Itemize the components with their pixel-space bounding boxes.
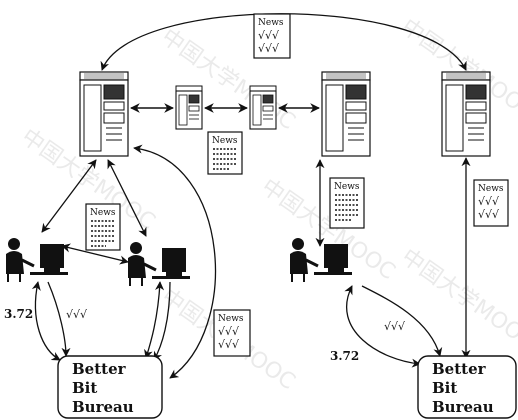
news-title: News <box>334 182 360 192</box>
news-doc-center: News <box>207 131 243 175</box>
news-doc-left: News <box>85 203 121 251</box>
server-middle-right <box>321 71 371 157</box>
check-marks: √√√ <box>258 42 280 55</box>
relay-server-2 <box>249 85 277 130</box>
user-middle <box>126 240 192 288</box>
score-label-right: 3.72 <box>330 349 359 363</box>
news-doc-right-middle: News <box>329 177 365 229</box>
link-server-user-left <box>41 159 97 233</box>
bureau-box-right: Better Bit Bureau <box>417 355 517 419</box>
user-right <box>288 236 354 284</box>
bureau-line3: Bureau <box>432 398 494 416</box>
check-marks: √√√ <box>258 29 280 42</box>
check-marks: √√√ <box>478 195 500 208</box>
news-doc-top: News √√√ √√√ <box>253 13 291 59</box>
news-doc-bottom-center: News √√√ √√√ <box>213 309 251 357</box>
bureau-line3: Bureau <box>72 398 134 416</box>
link-server-bureau-left <box>133 144 217 379</box>
news-title: News <box>218 314 244 324</box>
link-user-right-bureau <box>344 285 421 368</box>
news-title: News <box>212 136 238 146</box>
relay-server-1 <box>175 85 203 130</box>
check-marks: √√√ <box>218 338 240 351</box>
bureau-line2: Bit <box>72 379 97 397</box>
link-users <box>61 243 129 265</box>
check-marks: √√√ <box>218 325 240 338</box>
check-marks: √√√ <box>478 208 500 221</box>
link-user-left-bureau <box>31 281 61 361</box>
news-title: News <box>258 18 284 28</box>
link-user-right-bureau-2 <box>361 285 443 357</box>
bureau-line1: Better <box>432 360 487 378</box>
news-doc-far-right: News √√√ √√√ <box>473 179 509 227</box>
link-user-middle-bureau-2 <box>153 281 171 361</box>
link-user-left-bureau-2 <box>47 281 71 357</box>
link-user-middle-bureau <box>144 281 165 359</box>
news-title: News <box>90 208 116 218</box>
bureau-box-left: Better Bit Bureau <box>57 355 163 419</box>
bureau-line2: Bit <box>432 379 457 397</box>
check-marks-right: √√√ <box>384 320 406 333</box>
bureau-line1: Better <box>72 360 127 378</box>
news-title: News <box>478 184 504 194</box>
check-marks-left: √√√ <box>66 308 88 321</box>
user-left <box>4 236 70 284</box>
server-far-right <box>441 71 491 157</box>
server-left <box>79 71 129 157</box>
score-label-left: 3.72 <box>4 307 33 321</box>
watermark: 中国大学MOOC <box>397 244 518 355</box>
